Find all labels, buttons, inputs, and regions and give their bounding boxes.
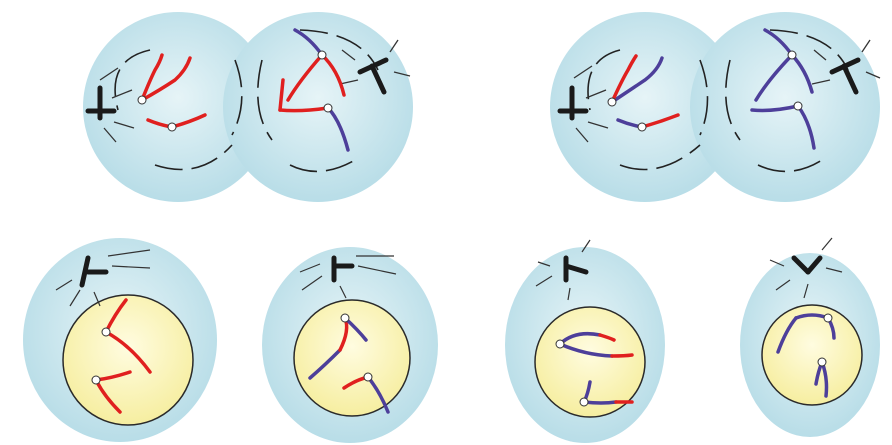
nucleus <box>762 305 862 405</box>
bottom-cell-3 <box>505 240 665 443</box>
bottom-cell-4 <box>740 238 880 437</box>
cell-right-half <box>223 12 413 202</box>
nucleus <box>294 300 410 416</box>
nucleus <box>63 295 193 425</box>
bottom-cell-2 <box>262 247 438 443</box>
top-right-dividing-cell <box>550 12 880 202</box>
top-left-dividing-cell <box>83 12 413 202</box>
bottom-cell-1 <box>23 238 217 442</box>
